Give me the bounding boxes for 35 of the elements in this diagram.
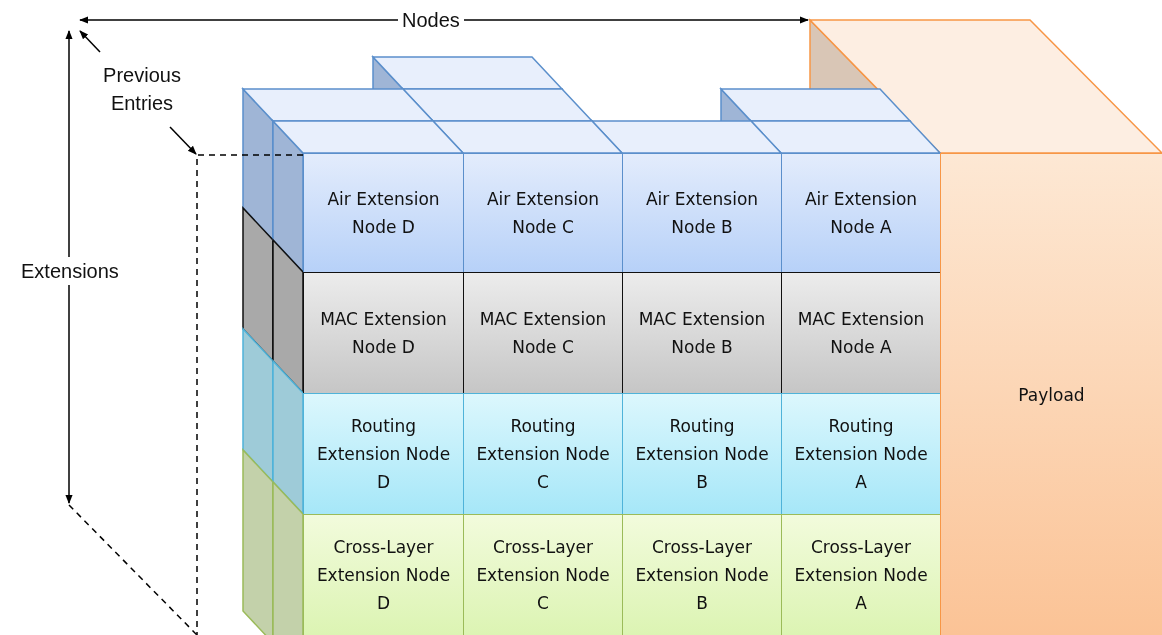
extension-cell [781, 514, 941, 635]
extension-cell [463, 393, 623, 515]
cell-label: Air Extension Node B [644, 188, 760, 239]
extension-cell [303, 514, 464, 635]
cell-label: Cross-Layer Extension Node C [475, 536, 611, 615]
cell-label: MAC Extension Node A [796, 308, 926, 359]
cell-label: Routing Extension Node B [634, 415, 770, 494]
extension-cell [303, 272, 464, 394]
cell-label: Air Extension Node C [485, 188, 601, 239]
cell-label: Cross-Layer Extension Node D [315, 536, 452, 615]
extension-cell [781, 153, 941, 273]
extension-cell [463, 514, 623, 635]
axis-label: Previous Entries [102, 63, 182, 116]
cell-label: Air Extension Node A [803, 188, 919, 239]
extension-cell [622, 153, 782, 273]
cell-label: Air Extension Node D [326, 188, 441, 239]
payload-block [940, 153, 1162, 635]
cell-label: Cross-Layer Extension Node B [634, 536, 770, 615]
extension-cell [781, 272, 941, 394]
cell-label: Cross-Layer Extension Node A [793, 536, 929, 615]
cell-label: Routing Extension Node D [315, 415, 452, 494]
extension-cell [622, 393, 782, 515]
extension-cell [463, 272, 623, 394]
cell-label: Routing Extension Node C [475, 415, 611, 494]
extension-cell [303, 153, 464, 273]
extension-cell [622, 272, 782, 394]
extension-cell [303, 393, 464, 515]
extension-cell [781, 393, 941, 515]
extension-cell [622, 514, 782, 635]
cell-label: MAC Extension Node B [637, 308, 767, 359]
extension-cell [463, 153, 623, 273]
cell-label: Routing Extension Node A [793, 415, 929, 494]
cell-label: Payload [1018, 383, 1085, 407]
cell-label: MAC Extension Node D [319, 308, 448, 359]
cell-label: MAC Extension Node C [478, 308, 608, 359]
